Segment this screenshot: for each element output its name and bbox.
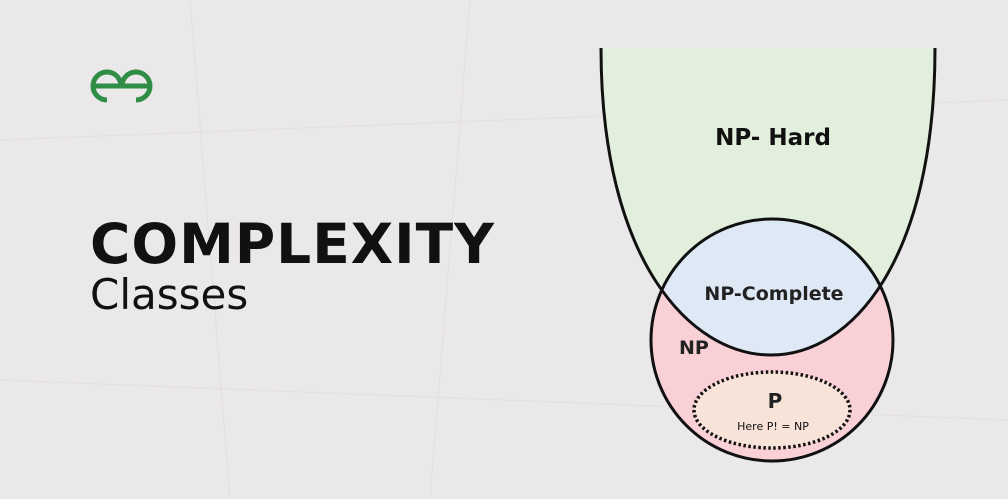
p-note: Here P! = NP	[737, 420, 809, 433]
np-complete-region	[651, 219, 893, 355]
p-label: P	[768, 389, 783, 413]
p-region	[692, 370, 852, 450]
np-hard-label: NP- Hard	[715, 125, 831, 151]
page-subtitle: Classes	[90, 270, 249, 319]
np-complete-label: NP-Complete	[704, 283, 843, 305]
np-label: NP	[679, 337, 709, 359]
page-title: COMPLEXITY	[90, 212, 495, 276]
